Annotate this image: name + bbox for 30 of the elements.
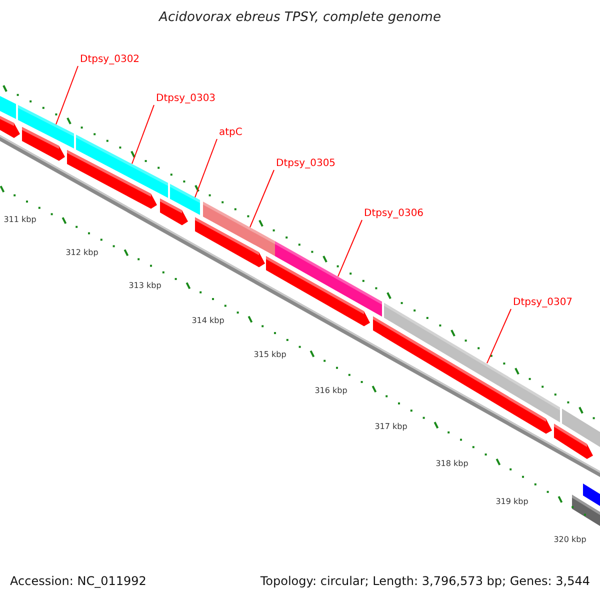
scale-label: 318 kbp (436, 459, 468, 469)
scale-label: 319 kbp (496, 497, 528, 507)
gene-feature-bar (275, 241, 382, 317)
gene-feature-bar (203, 202, 275, 256)
gene-label: atpC (218, 127, 244, 139)
gene-label: Dtpsy_0303 (155, 93, 217, 105)
scale-label: 313 kbp (128, 281, 162, 291)
leader-line (250, 170, 274, 228)
leader-line (132, 104, 154, 164)
gene-label: Dtpsy_0302 (79, 54, 141, 66)
gene-feature-bar (76, 134, 168, 198)
scale-label: 311 kbp (4, 215, 36, 225)
scale-label: 315 kbp (254, 350, 286, 360)
gene-label: Dtpsy_0307 (512, 297, 574, 309)
scale-label: 314 kbp (192, 316, 224, 326)
scale-label: 320 kbp (554, 535, 586, 545)
title: Acidovorax ebreus TPSY, complete genome (158, 10, 442, 25)
leader-line (56, 66, 78, 125)
gene-label: Dtpsy_0306 (363, 208, 425, 220)
leader-line (194, 138, 218, 198)
scale-label: 312 kbp (66, 248, 98, 258)
gene-feature-bar (170, 184, 200, 215)
info-text: Accession: NC_011992 (10, 574, 146, 588)
leader-line (338, 220, 362, 277)
scale-label: 317 kbp (374, 422, 408, 432)
scale-label: 316 kbp (314, 386, 348, 396)
gene-feature-bar (18, 105, 74, 149)
gene-label: Dtpsy_0305 (275, 158, 337, 170)
leader-line (486, 308, 512, 364)
info-text: Topology: circular; Length: 3,796,573 bp; Genes: 3,544 (260, 574, 590, 588)
